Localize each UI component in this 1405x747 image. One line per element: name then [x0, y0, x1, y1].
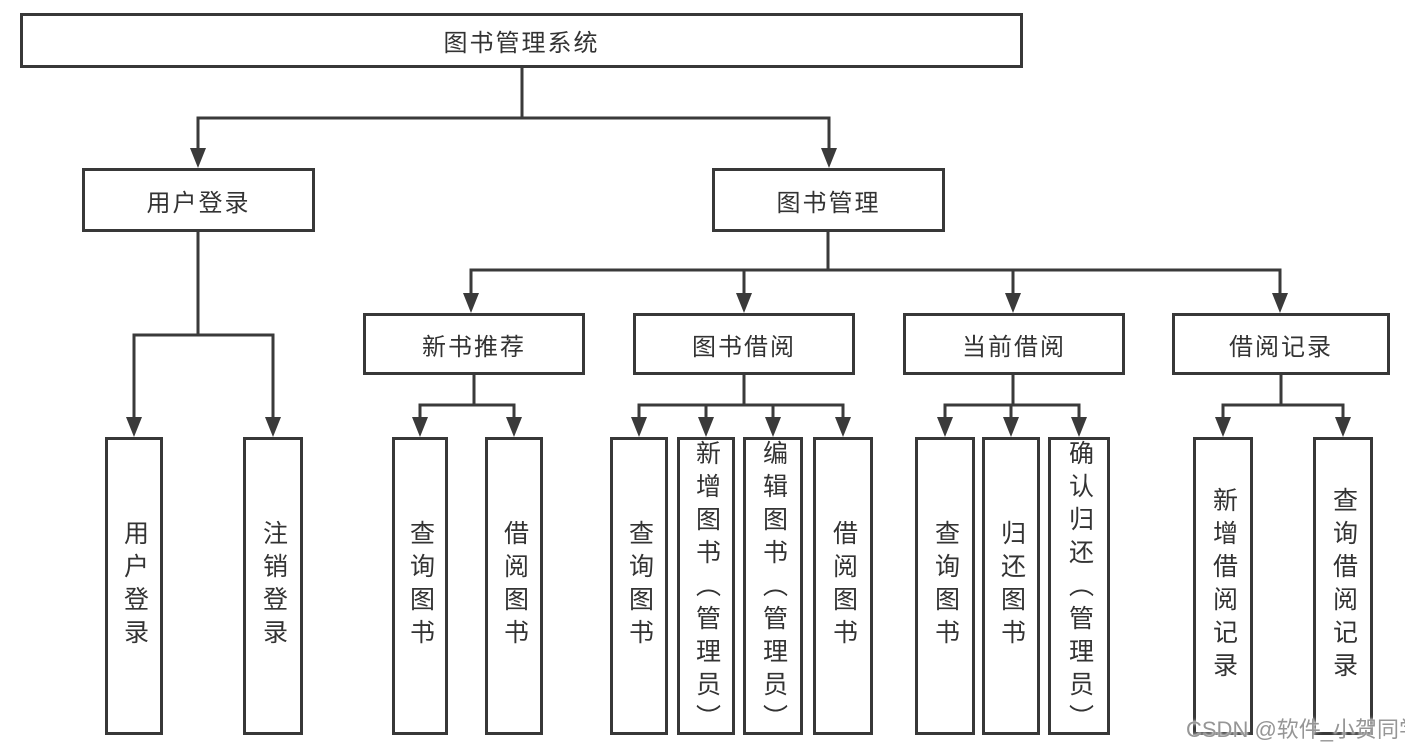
node-book-borrow-label: 图书借阅 — [692, 333, 796, 361]
leaf-add-borrow-record-label: 新增借阅记录 — [1209, 487, 1238, 685]
leaf-query-borrow-record-label: 查询借阅记录 — [1329, 487, 1358, 685]
leaf-return-books: 归还图书 — [982, 437, 1040, 735]
leaf-edit-books-admin-label: 编辑图书（管理员） — [759, 440, 788, 737]
leaf-return-books-label: 归还图书 — [997, 520, 1026, 652]
leaf-logout-label: 注销登录 — [259, 520, 288, 652]
leaf-borrow-query-books-label: 查询图书 — [625, 520, 654, 652]
node-current-borrow: 当前借阅 — [903, 313, 1125, 375]
leaf-logout: 注销登录 — [243, 437, 303, 735]
node-new-book-recommend: 新书推荐 — [363, 313, 585, 375]
leaf-confirm-return-admin: 确认归还（管理员） — [1048, 437, 1110, 737]
leaf-edit-books-admin: 编辑图书（管理员） — [743, 437, 803, 737]
leaf-recommend-query-books: 查询图书 — [392, 437, 448, 735]
leaf-user-login: 用户登录 — [105, 437, 163, 735]
node-new-book-recommend-label: 新书推荐 — [422, 333, 526, 361]
leaf-add-books-admin-label: 新增图书（管理员） — [692, 440, 721, 737]
node-root-system: 图书管理系统 — [20, 13, 1023, 68]
leaf-current-query-books: 查询图书 — [915, 437, 975, 735]
node-user-login: 用户登录 — [82, 168, 315, 232]
leaf-recommend-borrow-books: 借阅图书 — [485, 437, 543, 735]
leaf-current-query-books-label: 查询图书 — [931, 520, 960, 652]
node-book-management-label: 图书管理 — [776, 189, 881, 217]
node-user-login-label: 用户登录 — [146, 189, 251, 217]
leaf-user-login-label: 用户登录 — [120, 520, 149, 652]
node-book-management: 图书管理 — [712, 168, 945, 232]
leaf-recommend-borrow-books-label: 借阅图书 — [500, 520, 529, 652]
leaf-confirm-return-admin-label: 确认归还（管理员） — [1065, 440, 1094, 737]
leaf-borrow-books: 借阅图书 — [813, 437, 873, 735]
csdn-watermark: CSDN @软件_小贺同学 — [1186, 717, 1405, 742]
node-current-borrow-label: 当前借阅 — [962, 333, 1066, 361]
node-borrow-records: 借阅记录 — [1172, 313, 1390, 375]
node-book-borrow: 图书借阅 — [633, 313, 855, 375]
leaf-add-borrow-record: 新增借阅记录 — [1193, 437, 1253, 735]
leaf-query-borrow-record: 查询借阅记录 — [1313, 437, 1373, 735]
leaf-borrow-books-label: 借阅图书 — [829, 520, 858, 652]
leaf-add-books-admin: 新增图书（管理员） — [677, 437, 735, 737]
arrowhead-icons — [126, 148, 1351, 437]
leaf-recommend-query-books-label: 查询图书 — [406, 520, 435, 652]
leaf-borrow-query-books: 查询图书 — [610, 437, 668, 735]
node-borrow-records-label: 借阅记录 — [1229, 333, 1333, 361]
node-root-label: 图书管理系统 — [443, 30, 600, 57]
